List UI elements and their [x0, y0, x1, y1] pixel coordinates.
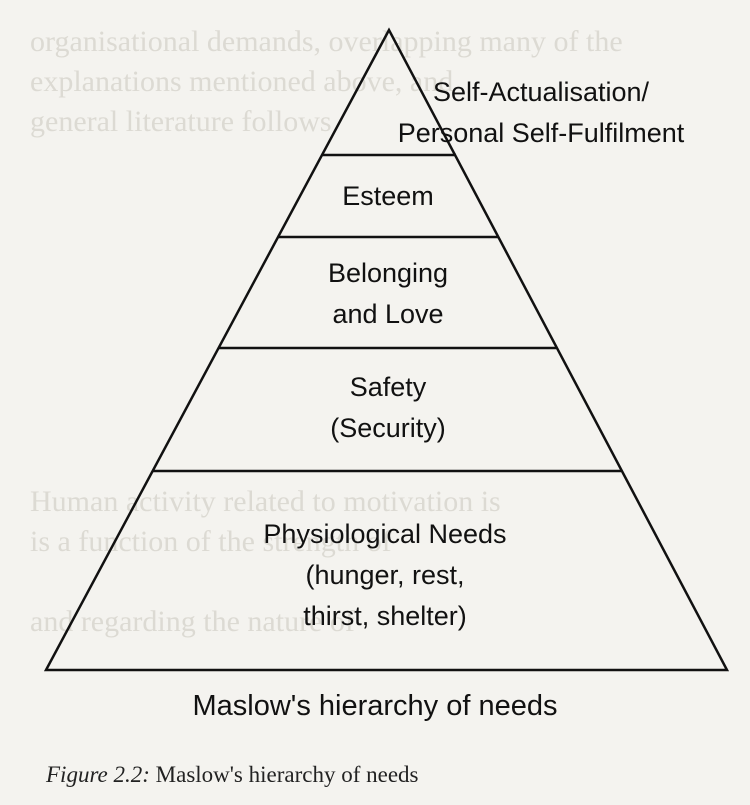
- pyramid-outline: [43, 27, 730, 672]
- tier-label-line: Belonging: [327, 258, 449, 288]
- tier-label-line: thirst, shelter): [303, 601, 467, 631]
- figure-caption-text: Maslow's hierarchy of needs: [155, 762, 419, 787]
- bleed-through-text: Human activity related to motivation is: [30, 485, 501, 518]
- bleed-through-text: organisational demands, overlapping many…: [30, 25, 623, 58]
- tier-belonging-and-love: Belonging and Love: [288, 253, 488, 335]
- diagram-caption: Maslow's hierarchy of needs: [192, 690, 558, 722]
- tier-label-line: Esteem: [342, 181, 434, 211]
- tier-esteem: Esteem: [288, 176, 488, 217]
- figure-caption: Figure 2.2: Maslow's hierarchy of needs: [46, 762, 418, 788]
- tier-label-line: Physiological Needs: [263, 519, 507, 549]
- bleed-through-text: and regarding the nature of: [30, 605, 355, 638]
- tier-label-line: Self-Actualisation/: [432, 77, 650, 107]
- figure-number: Figure 2.2:: [46, 762, 150, 787]
- tier-label-line: Safety: [349, 372, 427, 402]
- tier-label-line: (Security): [330, 413, 446, 443]
- tier-label-line: Personal Self-Fulfilment: [397, 118, 685, 148]
- tier-label-line: (hunger, rest,: [305, 560, 465, 590]
- bleed-through-text: explanations mentioned above, and: [30, 65, 454, 98]
- bleed-through-text: is a function of the strength of: [30, 525, 392, 558]
- tier-label-line: and Love: [332, 299, 444, 329]
- tier-safety: Safety (Security): [268, 367, 508, 449]
- tier-self-actualisation: Self-Actualisation/ Personal Self-Fulfil…: [341, 72, 741, 154]
- bleed-through-text: general literature follows: [30, 105, 332, 138]
- tier-physiological-needs: Physiological Needs (hunger, rest, thirs…: [235, 514, 535, 637]
